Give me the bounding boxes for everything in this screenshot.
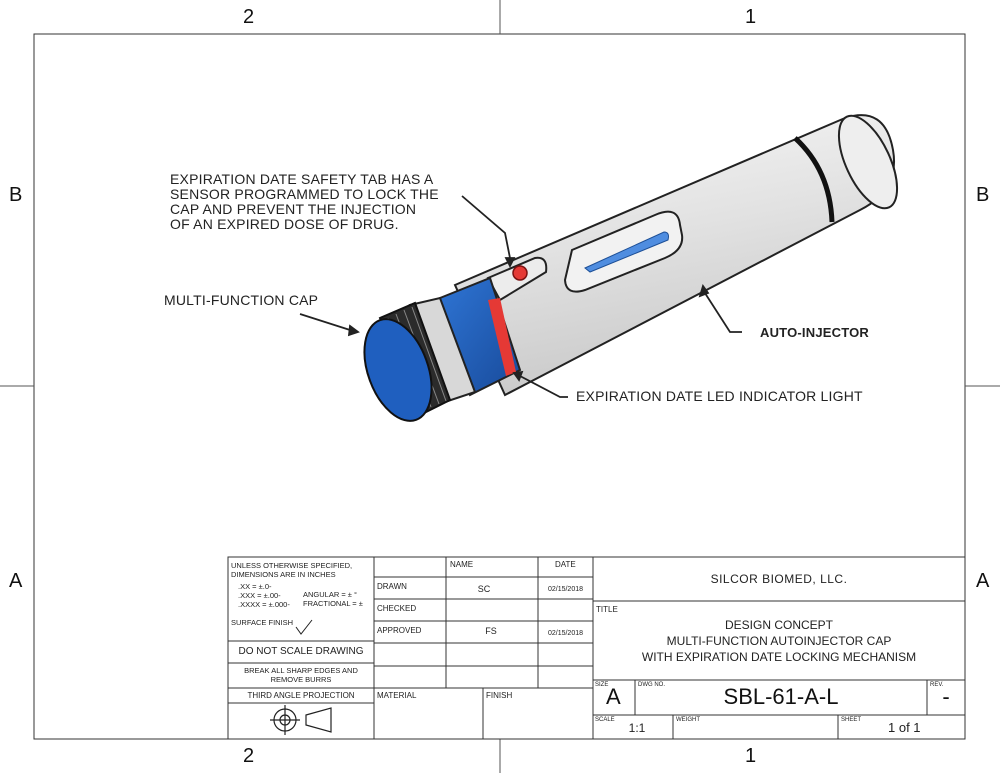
- zone-top-1: 1: [745, 6, 757, 28]
- auto-injector-illustration: [363, 114, 899, 422]
- zone-top-2: 2: [243, 6, 255, 28]
- title-label: TITLE: [596, 605, 618, 614]
- safety-tab-led: [512, 265, 528, 281]
- drawing-title: DESIGN CONCEPT MULTI-FUNCTION AUTOINJECT…: [641, 618, 917, 664]
- sheet-label: SHEET: [841, 717, 862, 723]
- safety-tab-callout: EXPIRATION DATE SAFETY TAB HAS A SENSOR …: [170, 171, 439, 232]
- dwg-no-label: DWG NO.: [638, 682, 665, 688]
- cap-callout: MULTI-FUNCTION CAP: [164, 292, 319, 308]
- surface-finish-label: SURFACE FINISH: [231, 618, 294, 627]
- projection-label: THIRD ANGLE PROJECTION: [247, 691, 355, 700]
- leader-lines: [299, 195, 742, 398]
- company-name: SILCOR BIOMED, LLC.: [710, 572, 848, 586]
- name-header: NAME: [450, 560, 474, 569]
- material-label: MATERIAL: [377, 691, 417, 700]
- scale-label: SCALE: [595, 717, 615, 723]
- injector-callout: AUTO-INJECTOR: [760, 325, 870, 340]
- projection-symbol-icon: [270, 705, 332, 735]
- rev-label: REV.: [930, 682, 944, 688]
- size-value: A: [606, 684, 621, 709]
- finish-label: FINISH: [486, 691, 513, 700]
- approved-date: 02/15/2018: [547, 630, 584, 637]
- surface-finish-symbol: [295, 619, 313, 635]
- led-callout: EXPIRATION DATE LED INDICATOR LIGHT: [576, 388, 863, 404]
- cap-end-face: [363, 318, 433, 422]
- zone-bottom-2: 2: [243, 745, 255, 767]
- scale-value: 1:1: [628, 721, 646, 735]
- sheet-value: 1 of 1: [888, 720, 921, 735]
- approved-name: FS: [485, 626, 497, 636]
- drawing-number: SBL-61-A-L: [723, 684, 839, 709]
- approved-label: APPROVED: [377, 626, 422, 635]
- drawn-label: DRAWN: [377, 582, 407, 591]
- weight-label: WEIGHT: [676, 717, 700, 723]
- zone-left-a: A: [9, 570, 23, 592]
- drawn-name: SC: [477, 584, 491, 594]
- zone-right-a: A: [976, 570, 990, 592]
- tolerance-notes: .XX = ±.0- .XXX = ±.00- .XXXX = ±.000-: [238, 582, 290, 609]
- title-block-grid: [227, 556, 966, 740]
- spec-note: UNLESS OTHERWISE SPECIFIED, DIMENSIONS A…: [231, 561, 353, 579]
- date-header: DATE: [555, 560, 576, 569]
- zone-bottom-1: 1: [745, 745, 757, 767]
- angular-notes: ANGULAR = ± ° FRACTIONAL = ±: [303, 590, 363, 608]
- do-not-scale-label: DO NOT SCALE DRAWING: [238, 646, 364, 657]
- checked-label: CHECKED: [377, 604, 417, 613]
- zone-right-b: B: [976, 184, 990, 206]
- rev-value: -: [942, 684, 950, 709]
- zone-left-b: B: [9, 184, 23, 206]
- size-label: SIZE: [595, 682, 609, 688]
- break-edges-note: BREAK ALL SHARP EDGES AND REMOVE BURRS: [244, 666, 358, 684]
- drawn-date: 02/15/2018: [547, 586, 584, 593]
